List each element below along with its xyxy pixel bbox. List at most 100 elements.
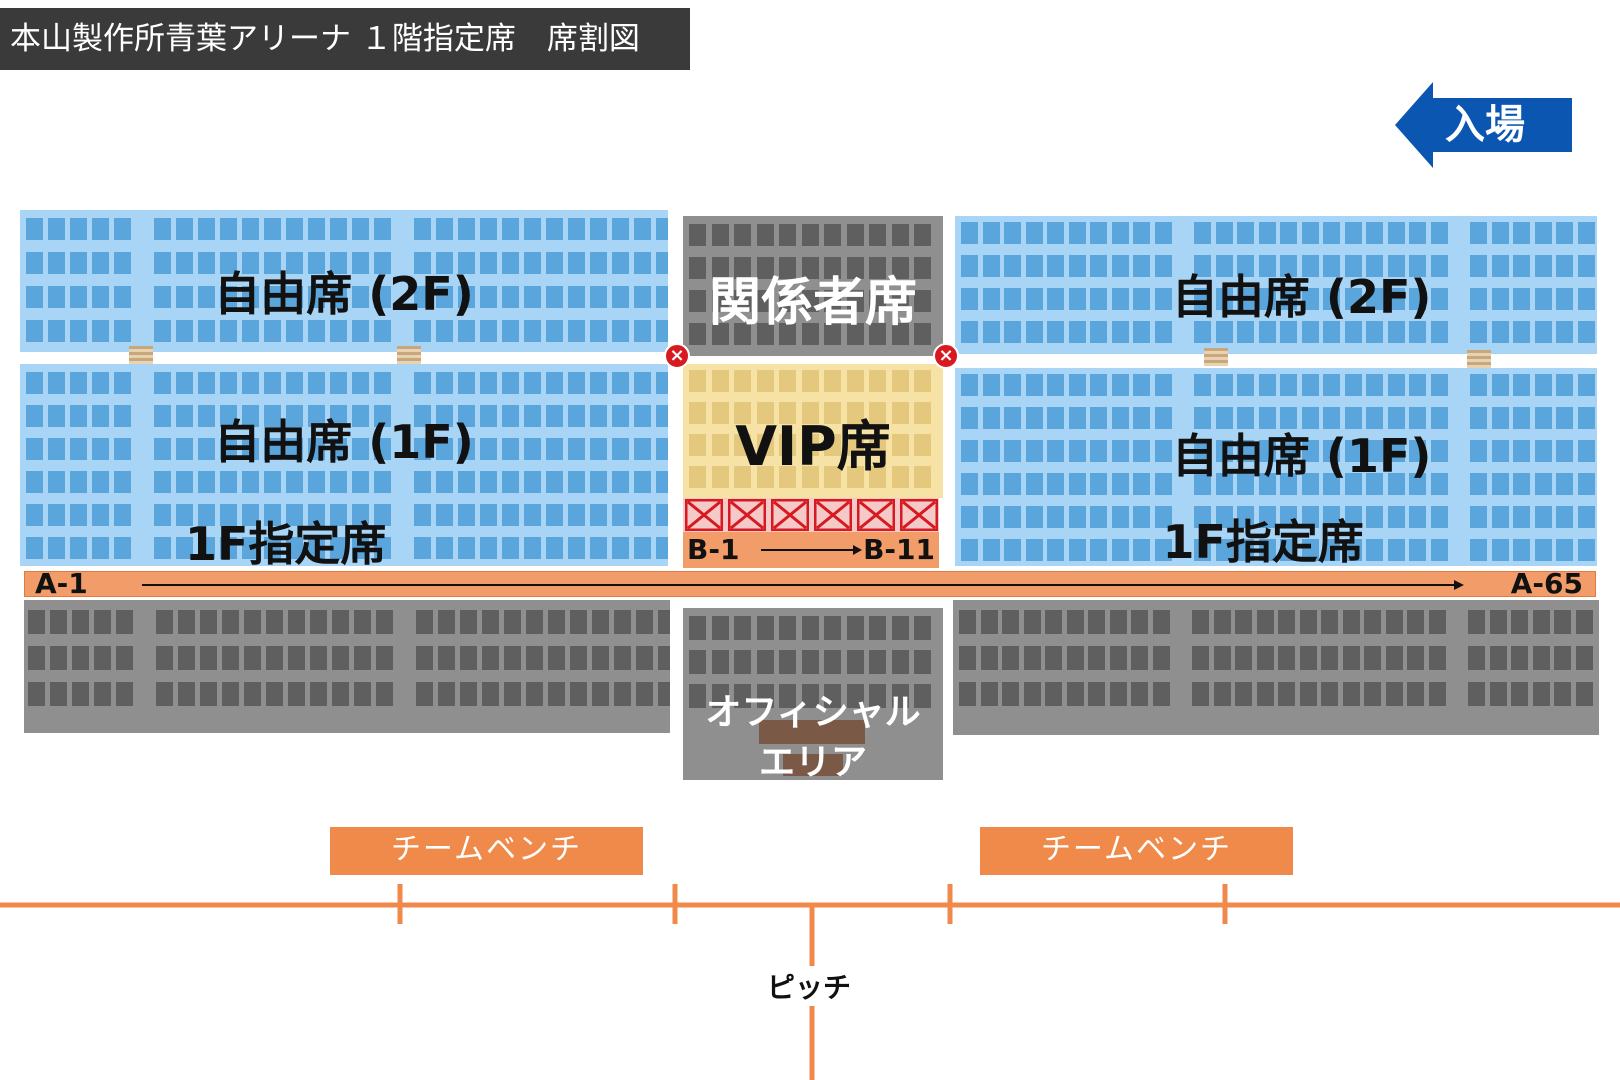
seat [524, 438, 541, 460]
seat [502, 504, 519, 526]
seat [1556, 374, 1573, 396]
seat [1385, 610, 1403, 634]
seat [460, 646, 477, 670]
seat [590, 320, 607, 342]
seat [26, 537, 43, 559]
free-seating-1f-left[interactable]: 自由席 (1F) 1F指定席 [20, 364, 668, 566]
seat [1215, 255, 1233, 277]
seat [70, 537, 87, 559]
seat [480, 320, 497, 342]
seat [982, 440, 1000, 462]
seat [1491, 288, 1509, 310]
seat [1491, 222, 1509, 244]
seat [689, 684, 706, 708]
seat [1532, 682, 1550, 706]
seat [1090, 255, 1107, 277]
seat [1430, 288, 1448, 310]
seat [1323, 222, 1340, 244]
seat [1111, 473, 1129, 495]
seat [1111, 288, 1129, 310]
seat [264, 471, 281, 493]
seat [1068, 321, 1086, 343]
blocked-seat [814, 499, 852, 531]
seat [1409, 473, 1426, 495]
seat [656, 504, 668, 526]
seat [801, 323, 819, 345]
seat [546, 372, 563, 394]
seat [48, 372, 65, 394]
seat [612, 438, 629, 460]
seat [1387, 407, 1405, 429]
seat [352, 286, 369, 308]
staff-seating[interactable]: 関係者席 [683, 216, 943, 356]
seat [308, 537, 325, 559]
seat [634, 372, 651, 394]
seat [1407, 682, 1424, 706]
seat [92, 372, 109, 394]
seat [546, 504, 563, 526]
seat [1047, 288, 1064, 310]
seat [779, 402, 796, 424]
seat [1258, 539, 1276, 561]
seat [734, 323, 751, 345]
seat [568, 252, 585, 274]
seat [416, 646, 433, 670]
free-seating-1f-right[interactable]: 自由席 (1F) 1F指定席 [955, 368, 1597, 566]
seat [1556, 440, 1573, 462]
seat [1133, 506, 1150, 528]
team-bench-right: チームベンチ [980, 827, 1293, 875]
seat [891, 370, 909, 392]
seat [264, 372, 281, 394]
seat [869, 323, 886, 345]
free-seating-2f-left[interactable]: 自由席 (2F) [20, 210, 668, 352]
seat [200, 646, 217, 670]
seat [286, 537, 303, 559]
aisle-mark [397, 346, 421, 364]
row-b-end-label: B-11 [863, 533, 935, 566]
seat [1301, 222, 1319, 244]
seat [1215, 506, 1233, 528]
seat [1023, 682, 1041, 706]
seat [1323, 473, 1340, 495]
free-seating-2f-right[interactable]: 自由席 (2F) [955, 216, 1597, 354]
seat [1237, 539, 1254, 561]
seat [1154, 374, 1172, 396]
vip-seating[interactable]: VIP席 [683, 364, 943, 498]
seat [198, 252, 215, 274]
seat [1577, 506, 1595, 528]
seat [1407, 646, 1424, 670]
row-b[interactable]: B-1 B-11 [683, 532, 939, 568]
seat [1194, 473, 1211, 495]
seat [438, 682, 455, 706]
seat [1409, 539, 1426, 561]
seat [94, 610, 111, 634]
seat [1575, 682, 1593, 706]
seat [689, 290, 706, 312]
seat [734, 616, 751, 640]
seat [1323, 407, 1340, 429]
seat [592, 610, 609, 634]
seat [982, 374, 1000, 396]
seat [1430, 374, 1448, 396]
seat [354, 682, 371, 706]
seat [656, 537, 668, 559]
seat [711, 434, 729, 456]
seat [480, 286, 497, 308]
seat [1470, 506, 1487, 528]
seat [961, 407, 978, 429]
seat [70, 438, 87, 460]
seat [1090, 539, 1107, 561]
row-a[interactable]: A-1 A-65 [24, 568, 1596, 600]
seat [824, 224, 841, 246]
seat [1258, 473, 1276, 495]
seat [592, 646, 609, 670]
seat [1470, 288, 1487, 310]
seat [1387, 288, 1405, 310]
seat [156, 646, 173, 670]
seat [1513, 473, 1530, 495]
seat [612, 504, 629, 526]
seat [1194, 440, 1211, 462]
seat [482, 682, 499, 706]
seat [801, 257, 819, 279]
seat [414, 471, 431, 493]
